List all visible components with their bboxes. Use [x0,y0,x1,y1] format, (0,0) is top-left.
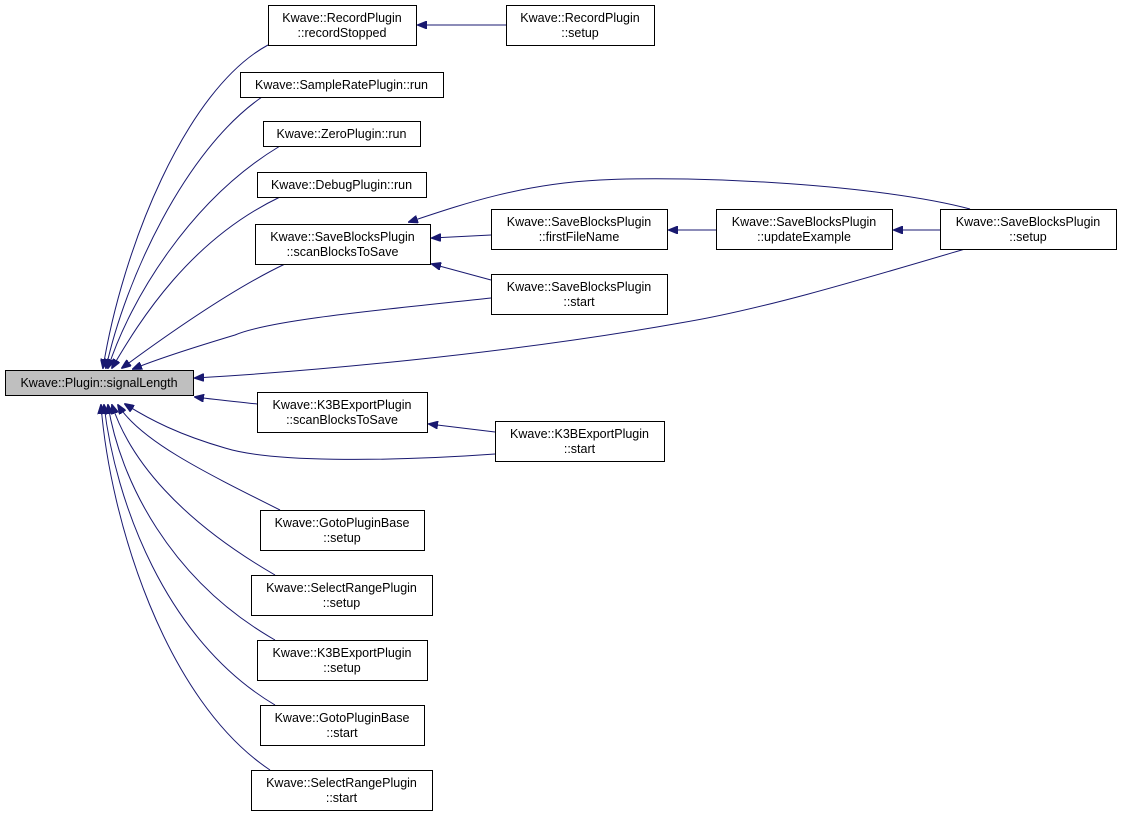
edges-layer [101,25,971,771]
node-label-line: Kwave::RecordPlugin [520,11,640,25]
node-box [240,72,444,98]
node-box [260,510,425,551]
node-box [257,172,427,198]
node-box [263,121,421,147]
edge-debug-run-to-root [112,196,281,368]
node-box [491,209,668,250]
node-saveblocks-setup[interactable]: Kwave::SaveBlocksPlugin::setup [940,209,1117,250]
node-selectrange-setup[interactable]: Kwave::SelectRangePlugin::setup [251,575,433,616]
node-saveblocks-start[interactable]: Kwave::SaveBlocksPlugin::start [491,274,668,315]
nodes-layer: Kwave::Plugin::signalLength Kwave::Record… [5,5,1117,811]
node-box [506,5,655,46]
node-debug-run[interactable]: Kwave::DebugPlugin::run [257,172,427,198]
node-label-line: ::setup [561,26,599,40]
edge-goto-start-to-root [104,405,276,706]
edge-saveblocks-firstfile-to-saveblocks-scan [432,235,492,238]
edge-goto-setup-to-root [118,405,281,511]
edge-saveblocks-setup-to-saveblocks-scan [409,178,971,222]
node-label-line: ::setup [323,596,361,610]
edge-saveblocks-start-to-saveblocks-scan [432,264,492,281]
node-box [257,392,428,433]
node-goto-setup[interactable]: Kwave::GotoPluginBase::setup [260,510,425,551]
node-label-line: ::updateExample [757,230,851,244]
edge-k3b-start-to-k3b-scan [429,424,496,433]
node-selectrange-start[interactable]: Kwave::SelectRangePlugin::start [251,770,433,811]
node-label-line: Kwave::SelectRangePlugin [266,776,417,790]
edge-selectrange-start-to-root [101,405,271,771]
node-box [251,575,433,616]
node-label-line: Kwave::SaveBlocksPlugin [732,215,877,229]
node-label-line: Kwave::K3BExportPlugin [510,427,649,441]
node-label-line: Kwave::K3BExportPlugin [273,646,412,660]
node-k3b-scan[interactable]: Kwave::K3BExportPlugin::scanBlocksToSave [257,392,428,433]
node-label-line: Kwave::SaveBlocksPlugin [507,280,652,294]
edge-k3b-scan-to-root [195,397,258,405]
node-label-line: Kwave::SelectRangePlugin [266,581,417,595]
node-saveblocks-update[interactable]: Kwave::SaveBlocksPlugin::updateExample [716,209,893,250]
node-box [260,705,425,746]
node-record-setup[interactable]: Kwave::RecordPlugin::setup [506,5,655,46]
edge-k3b-setup-to-root [108,405,276,641]
node-label-line: ::start [326,791,358,805]
node-label-line: ::firstFileName [539,230,620,244]
edge-saveblocks-start-to-root [133,297,492,369]
node-label-line: Kwave::GotoPluginBase [275,711,410,725]
node-root[interactable]: Kwave::Plugin::signalLength [5,370,194,396]
node-label-line: ::scanBlocksToSave [287,245,399,259]
node-label-line: ::recordStopped [298,26,387,40]
node-label-line: Kwave::DebugPlugin::run [271,178,412,192]
node-box [255,224,431,265]
node-goto-start[interactable]: Kwave::GotoPluginBase::start [260,705,425,746]
node-samplerate-run[interactable]: Kwave::SampleRatePlugin::run [240,72,444,98]
node-saveblocks-firstfile[interactable]: Kwave::SaveBlocksPlugin::firstFileName [491,209,668,250]
edge-saveblocks-scan-to-root [122,263,286,368]
node-label-line: ::start [563,295,595,309]
node-k3b-start[interactable]: Kwave::K3BExportPlugin::start [495,421,665,462]
node-label-line: Kwave::GotoPluginBase [275,516,410,530]
edge-record-stopped-to-root [103,44,269,368]
node-label-line: Kwave::Plugin::signalLength [20,376,177,390]
edge-zero-run-to-root [108,145,281,368]
node-saveblocks-scan[interactable]: Kwave::SaveBlocksPlugin::scanBlocksToSav… [255,224,431,265]
edge-selectrange-setup-to-root [112,405,276,576]
node-label-line: Kwave::SaveBlocksPlugin [507,215,652,229]
node-label-line: ::setup [1009,230,1047,244]
node-label-line: Kwave::K3BExportPlugin [273,398,412,412]
node-box [491,274,668,315]
node-box [257,640,428,681]
node-zero-run[interactable]: Kwave::ZeroPlugin::run [263,121,421,147]
node-label-line: ::setup [323,531,361,545]
node-label-line: ::scanBlocksToSave [286,413,398,427]
node-label-line: ::setup [323,661,361,675]
node-label-line: ::start [564,442,596,456]
edge-samplerate-run-to-root [106,96,263,368]
node-label-line: Kwave::RecordPlugin [282,11,402,25]
node-record-stopped[interactable]: Kwave::RecordPlugin::recordStopped [268,5,417,46]
edge-saveblocks-setup-to-root [195,248,966,378]
node-label-line: Kwave::SampleRatePlugin::run [255,78,428,92]
node-label-line: ::start [326,726,358,740]
node-k3b-setup[interactable]: Kwave::K3BExportPlugin::setup [257,640,428,681]
node-box [5,370,194,396]
node-label-line: Kwave::SaveBlocksPlugin [956,215,1101,229]
node-label-line: Kwave::SaveBlocksPlugin [270,230,415,244]
node-box [940,209,1117,250]
node-box [495,421,665,462]
node-label-line: Kwave::ZeroPlugin::run [277,127,407,141]
node-box [251,770,433,811]
node-box [716,209,893,250]
node-box [268,5,417,46]
edge-k3b-start-to-root [125,404,496,460]
